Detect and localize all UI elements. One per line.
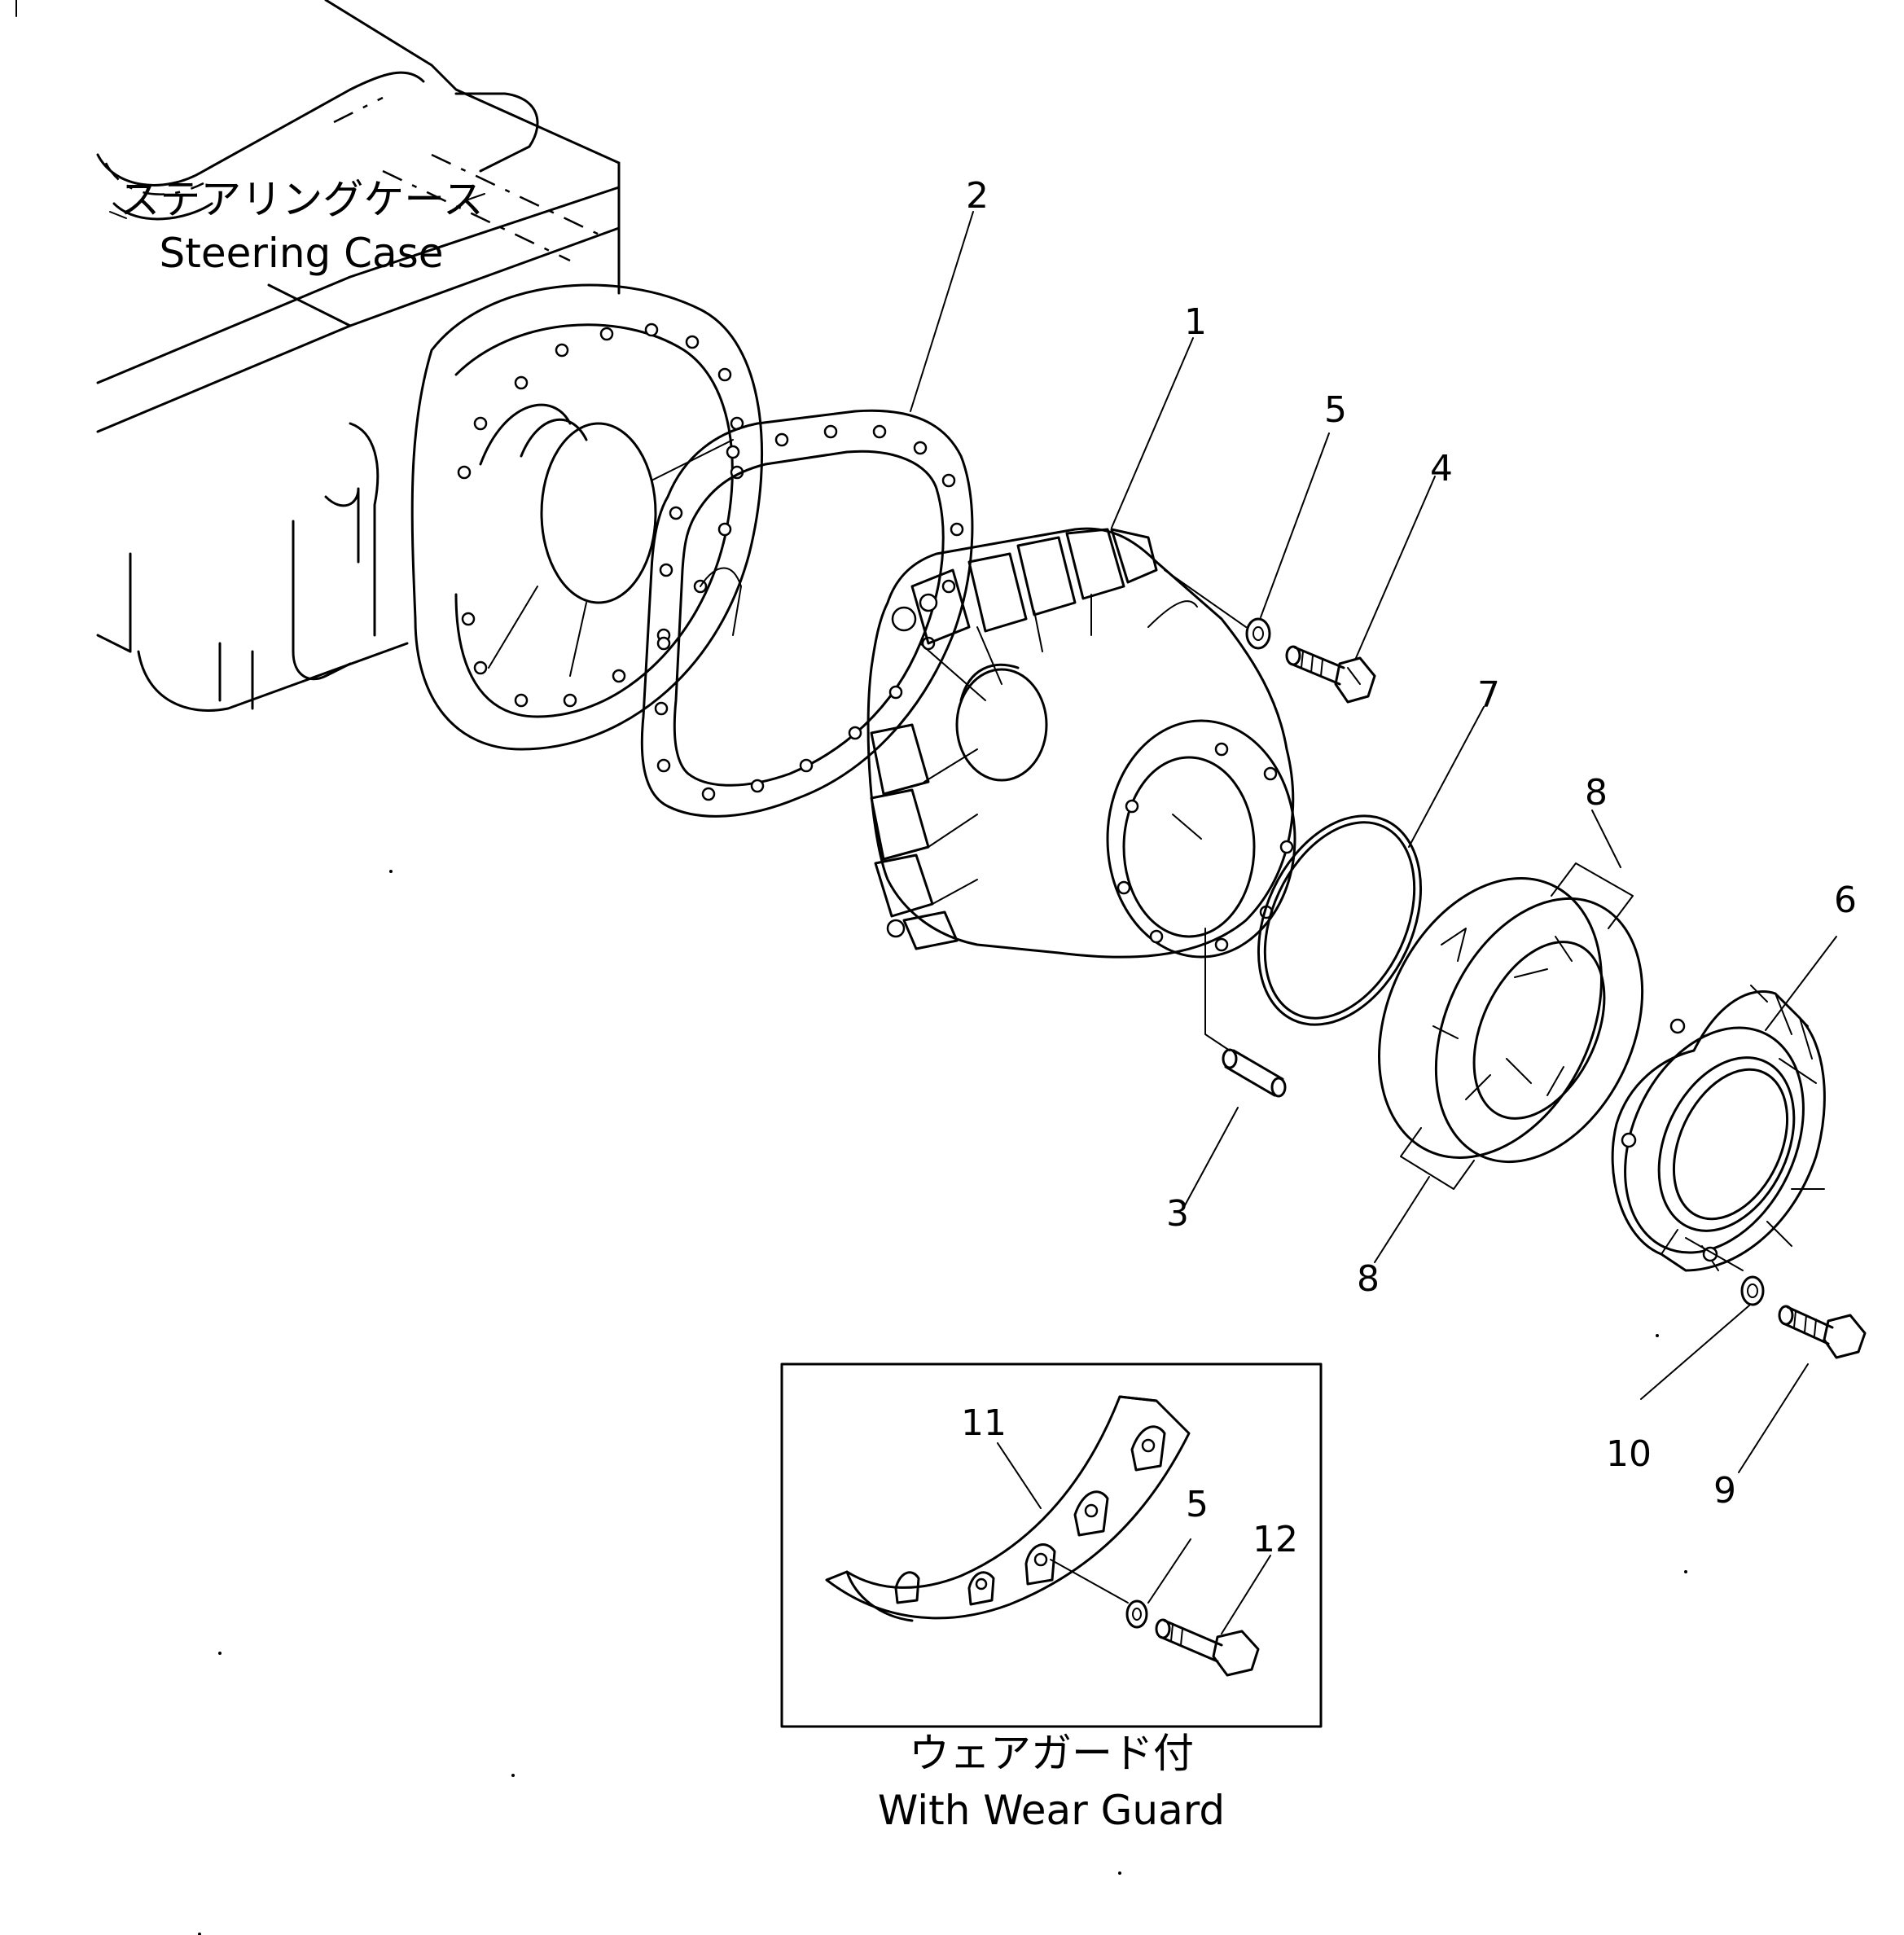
part-12-bolt bbox=[1155, 1618, 1260, 1677]
case-flange bbox=[410, 283, 764, 751]
wear-guard-inset bbox=[780, 1362, 1323, 1728]
callout-5: 5 bbox=[1324, 389, 1347, 431]
case-flange-bolt-holes bbox=[457, 322, 744, 708]
steering-case-label-jp: ステアリングケース bbox=[119, 176, 484, 223]
part-2-gasket bbox=[640, 409, 974, 818]
housing-flange-holes bbox=[1117, 742, 1294, 952]
callout-numbers: 2 1 5 4 7 8 6 3 8 10 9 11 5 12 bbox=[961, 175, 1857, 1560]
callout-10: 10 bbox=[1606, 1433, 1652, 1475]
leader-lines bbox=[910, 211, 1837, 1634]
part-7-o-ring bbox=[1257, 814, 1423, 1026]
callout-11: 11 bbox=[961, 1402, 1007, 1444]
callout-7: 7 bbox=[1477, 674, 1500, 716]
callout-8-top: 8 bbox=[1585, 772, 1608, 814]
scan-specks bbox=[198, 870, 1687, 1935]
gasket-bolt-holes bbox=[654, 424, 964, 801]
inset-label-jp: ウェアガード付 bbox=[909, 1730, 1194, 1777]
bolt-9-axis-line bbox=[1685, 1237, 1744, 1271]
inset-frame bbox=[780, 1362, 1323, 1728]
callout-1: 1 bbox=[1184, 301, 1207, 343]
steering-case-label-en: Steering Case bbox=[160, 230, 444, 277]
part-3-pin bbox=[1204, 928, 1287, 1098]
part-1-housing bbox=[866, 527, 1296, 959]
callout-5-inset: 5 bbox=[1186, 1484, 1209, 1525]
callout-12: 12 bbox=[1253, 1519, 1298, 1560]
steering-case bbox=[15, 0, 621, 712]
callout-3: 3 bbox=[1166, 1193, 1189, 1235]
part-9-bolt bbox=[1778, 1305, 1867, 1359]
part-5-washer bbox=[1245, 617, 1271, 650]
part-10-washer bbox=[1740, 1275, 1765, 1306]
part-6-cage bbox=[1611, 985, 1826, 1272]
callout-4: 4 bbox=[1430, 448, 1453, 489]
callout-6: 6 bbox=[1834, 880, 1857, 921]
callout-8-bottom: 8 bbox=[1357, 1258, 1380, 1300]
callout-9: 9 bbox=[1713, 1470, 1736, 1512]
steering-case-label: ステアリングケース Steering Case bbox=[109, 176, 485, 277]
part-11-wear-guard bbox=[825, 1395, 1191, 1622]
callout-2: 2 bbox=[966, 175, 989, 217]
part-5-washer-inset bbox=[1125, 1599, 1148, 1629]
inset-label-en: With Wear Guard bbox=[878, 1787, 1225, 1834]
part-4-bolt bbox=[1285, 645, 1376, 704]
part-8-shims bbox=[1378, 862, 1644, 1190]
bolt-4-axis-line bbox=[1164, 569, 1247, 628]
bolt-12-axis-line bbox=[1050, 1559, 1129, 1604]
